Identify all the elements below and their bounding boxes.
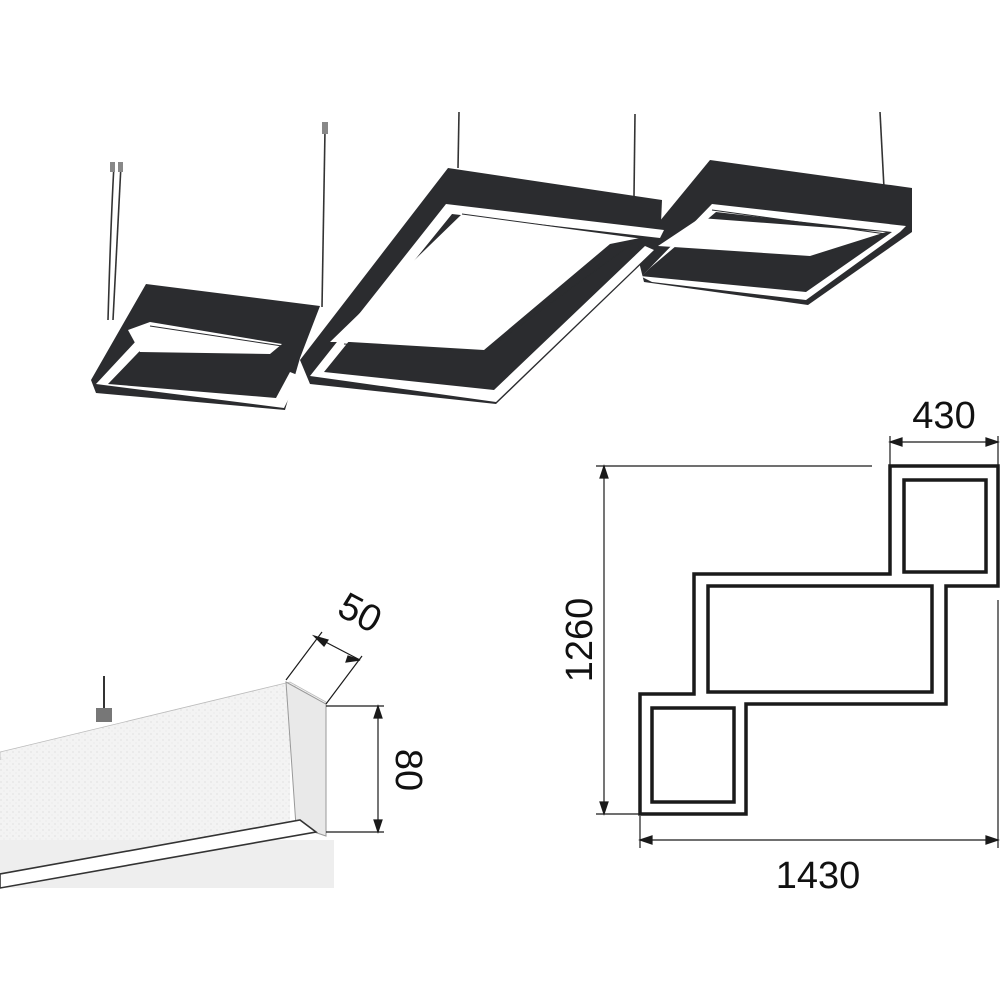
- left-module-diffuser: [96, 326, 300, 408]
- cable-grips: [110, 122, 328, 172]
- diffuser-strips: [96, 204, 906, 408]
- middle-module-diffuser: [310, 204, 664, 402]
- suspension-cable: [321, 129, 326, 308]
- plan-bottom-square: [650, 706, 736, 804]
- profile-diffuser: [0, 819, 318, 889]
- width-dimension-label: 1430: [776, 855, 861, 897]
- arrowhead: [373, 819, 383, 834]
- arrowhead: [599, 464, 609, 479]
- arrowhead: [345, 655, 361, 663]
- arrowhead: [373, 704, 383, 719]
- cable-grip: [110, 162, 115, 172]
- dim-1430: [638, 600, 1000, 848]
- right-module-opening: [658, 218, 886, 256]
- plan-view: [596, 436, 1000, 848]
- arrowhead: [888, 437, 903, 447]
- dim-1260: [596, 464, 872, 816]
- plan-outer-outline: [638, 464, 1000, 816]
- cable-grip: [322, 122, 328, 134]
- arrowhead: [599, 801, 609, 816]
- rim-line: [711, 209, 887, 259]
- cable-grip: [118, 162, 123, 172]
- arrowhead: [638, 835, 653, 845]
- arrowhead: [311, 634, 329, 647]
- extension-line: [285, 631, 323, 681]
- profile-detail-view: [0, 631, 384, 889]
- middle-module-opening: [330, 214, 640, 350]
- profile-width-label: 50: [331, 585, 388, 642]
- profile-end-cap: [285, 681, 327, 837]
- rim-line: [149, 325, 284, 359]
- arrowhead: [985, 835, 1000, 845]
- profile-height-label: 80: [387, 749, 429, 791]
- dim-80: [326, 704, 384, 834]
- suspension-cable: [107, 164, 115, 321]
- dim-50: [285, 631, 363, 705]
- cable-grip: [96, 708, 112, 722]
- plan-top-square: [902, 478, 988, 574]
- suspension-cable: [112, 164, 122, 321]
- suspension-cable: [633, 113, 636, 197]
- dim-430: [888, 436, 1000, 466]
- module-dimension-label: 430: [912, 395, 975, 437]
- plan-middle-rect: [706, 584, 934, 694]
- extension-line: [325, 655, 363, 705]
- left-module-opening: [128, 322, 282, 354]
- product-3d-view: [91, 111, 912, 410]
- suspension-cable: [879, 111, 885, 189]
- height-dimension-label: 1260: [559, 598, 601, 683]
- rim-line: [343, 213, 642, 353]
- arrowhead: [985, 437, 1000, 447]
- suspension-cable: [457, 111, 460, 169]
- opening-rims: [149, 209, 887, 359]
